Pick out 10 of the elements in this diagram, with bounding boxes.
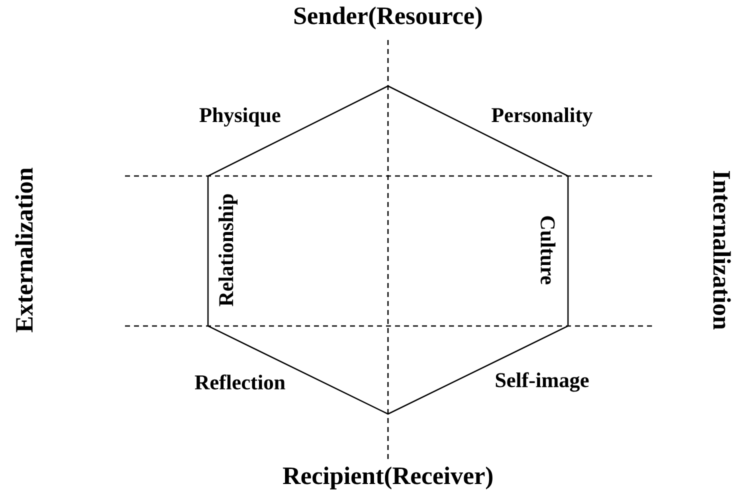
side-label: Self-image (496, 372, 589, 392)
side-label: Culture (540, 216, 556, 284)
side-label: Physique (200, 107, 280, 127)
heading-label: Recipient(Receiver) (282, 466, 492, 490)
side-label: Reflection (194, 374, 286, 390)
axis-label: Externalization (15, 168, 33, 332)
side-label: Relationship (218, 194, 238, 306)
axis-label: Internalization (713, 171, 731, 330)
heading-label: Sender(Resource) (294, 6, 482, 30)
side-label: Personality (492, 107, 593, 127)
